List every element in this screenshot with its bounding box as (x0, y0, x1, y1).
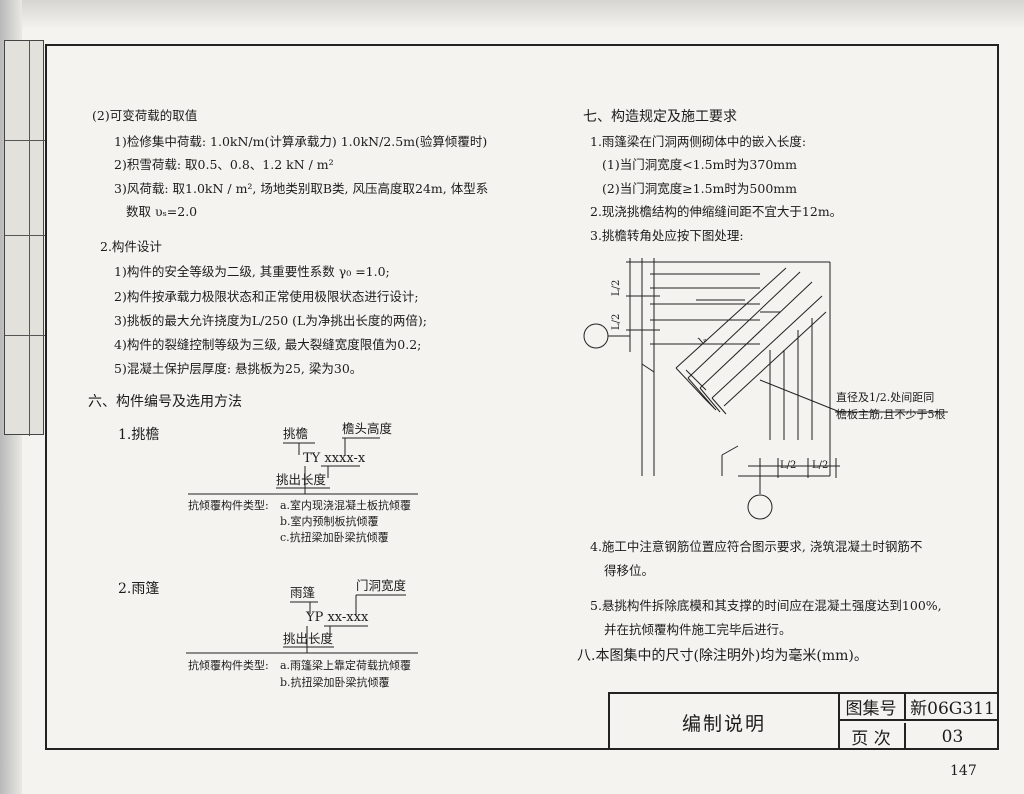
construction-item: 3.挑檐转角处应按下图处理: (590, 228, 744, 243)
cornice-length-label: 挑出长度 (276, 472, 327, 487)
design-title: 2.构件设计 (100, 239, 162, 254)
rebar-note: 直径及1/2.处间距同 (836, 391, 935, 404)
cornice-type: c.抗扭梁加卧梁抗倾覆 (280, 531, 389, 544)
canopy-type: a.雨篷梁上靠定荷载抗倾覆 (280, 659, 412, 672)
variable-load-item: 2)积雪荷载: 取0.5、0.8、1.2 kN / m² (114, 157, 334, 172)
canopy-type-label: 抗倾覆构件类型: (188, 659, 269, 672)
scan-shadow-top (0, 0, 1024, 30)
section7-title: 七、构造规定及施工要求 (583, 109, 737, 125)
canopy-label: 2.雨篷 (118, 581, 160, 597)
construction-item: 1.雨篷梁在门洞两侧砌体中的嵌入长度: (590, 134, 807, 149)
design-item: 1)构件的安全等级为二级, 其重要性系数 γ₀ =1.0; (114, 264, 390, 279)
atlas-value: 新06G311 (906, 694, 999, 721)
construction-item: (2)当门洞宽度≥1.5m时为500mm (602, 181, 797, 196)
construction-item: 4.施工中注意钢筋位置应符合图示要求, 浇筑混凝土时钢筋不 (590, 539, 923, 554)
page-value: 03 (941, 726, 964, 747)
construction-item: 并在抗倾覆构件施工完毕后进行。 (604, 622, 792, 637)
cornice-type-label: 抗倾覆构件类型: (188, 499, 269, 512)
design-item: 2)构件按承载力极限状态和正常使用极限状态进行设计; (114, 289, 419, 304)
page-label: 页 次 (838, 723, 906, 750)
design-item: 5)混凝土保护层厚度: 悬挑板为25, 梁为30。 (114, 361, 363, 376)
canopy-code: YP xx-xxx (306, 610, 369, 625)
variable-load-item: 1)检修集中荷载: 1.0kN/m(计算承载力) 1.0kN/2.5m(验算倾覆… (114, 134, 488, 149)
canopy-type: b.抗扭梁加卧梁抗倾覆 (280, 676, 390, 689)
canopy-width-label: 门洞宽度 (356, 578, 407, 593)
cornice-type: b.室内预制板抗倾覆 (280, 515, 379, 528)
atlas-label: 图集号 (838, 694, 906, 721)
corner-detail-diagram (583, 258, 948, 520)
variable-load-item: 数取 υₛ=2.0 (126, 204, 198, 219)
signature-strip (4, 40, 45, 436)
construction-item: 得移位。 (604, 563, 655, 578)
variable-load-title: (2)可变荷载的取值 (92, 108, 198, 123)
construction-item: (1)当门洞宽度<1.5m时为370mm (602, 157, 797, 172)
construction-item: 5.悬挑构件拆除底模和其支撑的时间应在混凝土强度达到100%, (590, 598, 942, 613)
canopy-name-label: 雨篷 (290, 585, 316, 600)
section8: 八.本图集中的尺寸(除注明外)均为毫米(mm)。 (577, 648, 868, 664)
page-number: 147 (950, 763, 977, 779)
cornice-type: a.室内现浇混凝土板抗倾覆 (280, 499, 412, 512)
canopy-length-label: 挑出长度 (283, 631, 334, 646)
drawing-frame (45, 44, 999, 750)
cornice-height-label: 檐头高度 (342, 421, 393, 436)
section6-title: 六、构件编号及选用方法 (88, 394, 242, 410)
variable-load-item: 3)风荷载: 取1.0kN / m², 场地类别取B类, 风压高度取24m, 体… (114, 181, 489, 196)
design-item: 3)挑板的最大允许挠度为L/250 (L为净挑出长度的两倍); (114, 313, 427, 328)
rebar-note: 檐板主筋,且不少于5根 (836, 408, 946, 421)
cornice-name-label: 挑檐 (283, 426, 309, 441)
cornice-label: 1.挑檐 (118, 427, 160, 443)
construction-item: 2.现浇挑檐结构的伸缩缝间距不宜大于12m。 (590, 204, 843, 219)
cornice-code: TY xxxx-x (303, 451, 366, 466)
drawing-title: 编制说明 (610, 694, 840, 750)
design-item: 4)构件的裂缝控制等级为三级, 最大裂缝宽度限值为0.2; (114, 337, 422, 352)
title-block: 编制说明 图集号 新06G311 页 次 03 (608, 692, 999, 750)
